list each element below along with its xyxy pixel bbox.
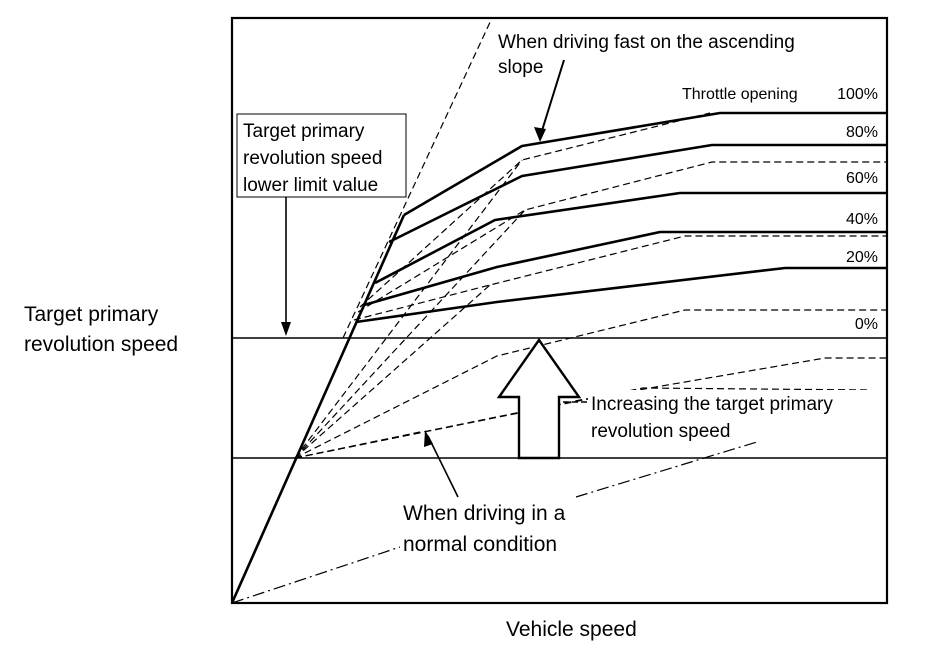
normal-label-line1: When driving in a <box>403 502 566 525</box>
increase-arrow-icon <box>496 337 582 460</box>
normal-label-line2: normal condition <box>403 533 557 556</box>
increasing-label-line1: Increasing the target primary <box>591 394 833 415</box>
normal-leader-line <box>427 435 459 498</box>
ascending-leader-arrowhead-icon <box>534 127 546 142</box>
normal-dashdot-mid <box>575 437 771 498</box>
fan-dashed-1 <box>294 159 523 459</box>
ascending-leader-line <box>539 59 565 138</box>
lower-limit-label-box <box>236 113 407 198</box>
increasing-label-backdrop <box>588 390 876 442</box>
throttle-opening-label: Throttle opening <box>682 86 798 103</box>
fan-dashed-3 <box>294 284 491 459</box>
ascending-label-line2: slope <box>498 57 543 78</box>
throttle-level-40: 40% <box>846 211 878 228</box>
curve-throttle-20 <box>355 266 887 324</box>
dashed-curve-throttle-10 <box>294 387 871 459</box>
lower-limit-leader-arrowhead-icon <box>281 322 291 336</box>
y-axis-label-line1: Target primary <box>24 303 159 326</box>
throttle-level-0: 0% <box>855 316 878 333</box>
dashed-curve-throttle-20 <box>294 309 887 459</box>
throttle-level-20: 20% <box>846 249 878 266</box>
throttle-level-100: 100% <box>837 86 878 103</box>
fan-dashed-2 <box>294 209 526 459</box>
curve-throttle-100 <box>403 111 887 217</box>
increasing-label-line2: revolution speed <box>591 421 730 442</box>
fan-dashed-4 <box>294 431 421 459</box>
dashed-curve-throttle-40 <box>353 235 887 321</box>
curve-throttle-60 <box>374 191 887 285</box>
steep-dashed-envelope <box>342 17 493 339</box>
dashed-curve-throttle-60 <box>357 161 887 313</box>
throttle-level-60: 60% <box>846 170 878 187</box>
normal-dashdot-low <box>231 546 401 604</box>
lower-limit-label-line2: revolution speed <box>243 148 382 169</box>
steep-solid-envelope <box>230 214 406 604</box>
x-axis-label: Vehicle speed <box>506 618 637 641</box>
dashed-curve-throttle-100 <box>359 112 711 308</box>
throttle-level-80: 80% <box>846 124 878 141</box>
ascending-label-line1: When driving fast on the ascending <box>498 32 795 53</box>
curve-throttle-40 <box>363 230 887 307</box>
y-axis-label-line2: revolution speed <box>24 333 178 356</box>
lower-limit-label-line3: lower limit value <box>243 175 378 196</box>
dashed-curve-throttle-5 <box>294 357 887 459</box>
normal-leader-arrowhead-icon <box>424 430 433 447</box>
normal-label-backdrop <box>400 498 600 560</box>
curve-throttle-80 <box>388 143 887 244</box>
lower-limit-label-line1: Target primary <box>243 121 365 142</box>
